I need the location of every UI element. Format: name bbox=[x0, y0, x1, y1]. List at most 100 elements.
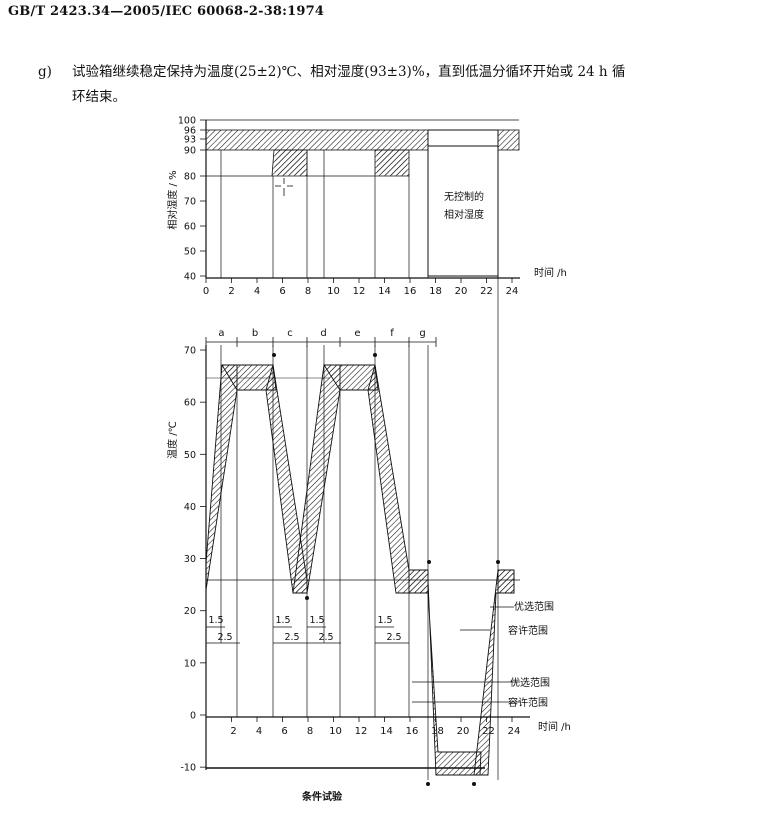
humidity-x-tick-label: 8 bbox=[305, 286, 311, 297]
humidity-y-tick-label: 80 bbox=[184, 172, 196, 183]
humidity-chart: 无控制的 相对湿度 相对湿度 / % 时间 /h 405060708090939… bbox=[166, 116, 567, 298]
humidity-x-tick-label: 10 bbox=[327, 286, 340, 297]
preferred-range-label-upper: 优选范围 bbox=[514, 600, 554, 613]
preferred-range-label-lower: 优选范围 bbox=[510, 676, 550, 689]
humidity-x-tick-label: 4 bbox=[254, 286, 260, 297]
duration-label-short: 1.5 bbox=[377, 615, 392, 626]
clause-g-paragraph: g) 试验箱继续稳定保持为温度(25±2)℃、相对湿度(93±3)%，直到低温分循… bbox=[38, 60, 750, 110]
temperature-y-tick-label: 10 bbox=[184, 658, 196, 669]
permitted-range-label-lower: 容许范围 bbox=[508, 696, 548, 709]
temperature-x-tick-label: 8 bbox=[307, 726, 313, 737]
temperature-x-tick-label: 24 bbox=[508, 726, 521, 737]
duration-annotations: 1.5 2.5 1.5 2.5 1.5 2.5 1.5 2.5 bbox=[206, 615, 409, 644]
marker-dot bbox=[472, 782, 476, 786]
humidity-x-tick-label: 16 bbox=[404, 286, 417, 297]
marker-dot bbox=[373, 353, 377, 357]
marker-dot bbox=[426, 782, 430, 786]
marker-dot bbox=[305, 596, 309, 600]
temperature-x-label: 时间 /h bbox=[538, 720, 571, 733]
clause-text-line1: 试验箱继续稳定保持为温度(25±2)℃、相对湿度(93±3)%，直到低温分循环开… bbox=[72, 64, 626, 80]
humidity-y-tick-label: 90 bbox=[184, 146, 196, 157]
temperature-y-tick-label: -10 bbox=[180, 763, 196, 774]
uncontrolled-label-line1: 无控制的 bbox=[444, 190, 484, 203]
phase-label: e bbox=[354, 328, 360, 339]
humidity-x-tick-label: 22 bbox=[480, 286, 493, 297]
temperature-x-tick-label: 20 bbox=[457, 726, 470, 737]
clause-label: g) bbox=[38, 64, 52, 80]
temperature-x-tick-label: 6 bbox=[281, 726, 287, 737]
range-pointers bbox=[412, 606, 520, 703]
clause-text-line2: 环结束。 bbox=[72, 89, 126, 105]
phase-label: g bbox=[419, 328, 425, 339]
temperature-y-tick-label: 70 bbox=[184, 346, 196, 357]
humidity-x-tick-label: 20 bbox=[455, 286, 468, 297]
temperature-y-tick-label: 40 bbox=[184, 502, 196, 513]
humidity-y-tick-label: 50 bbox=[184, 247, 196, 258]
temperature-y-tick-label: 50 bbox=[184, 450, 196, 461]
temperature-x-tick-label: 18 bbox=[431, 726, 444, 737]
duration-label-long: 2.5 bbox=[318, 632, 333, 643]
humidity-x-tick-label: 6 bbox=[279, 286, 285, 297]
temperature-chart: a b c d e f g bbox=[166, 130, 571, 803]
phase-label: c bbox=[287, 328, 293, 339]
phase-label: d bbox=[320, 328, 326, 339]
humidity-y-tick-label: 93 bbox=[184, 135, 196, 146]
temperature-x-tick-label: 4 bbox=[256, 726, 262, 737]
humidity-x-label: 时间 /h bbox=[534, 266, 567, 279]
conditioning-test-label: 条件试验 bbox=[301, 790, 343, 803]
permitted-range-label-upper: 容许范围 bbox=[508, 624, 548, 637]
humidity-y-tick-label: 40 bbox=[184, 272, 196, 283]
humidity-band-segment bbox=[497, 129, 520, 151]
temperature-y-ticks: -10 0 10 20 30 40 50 60 70 bbox=[180, 346, 206, 774]
duration-label-short: 1.5 bbox=[275, 615, 290, 626]
temperature-y-tick-label: 20 bbox=[184, 606, 196, 617]
humidity-y-tick-label: 96 bbox=[184, 126, 196, 137]
humidity-x-tick-label: 18 bbox=[429, 286, 442, 297]
phase-label: a bbox=[218, 328, 224, 339]
phase-row: a b c d e f g bbox=[205, 328, 437, 347]
duration-label-short: 1.5 bbox=[309, 615, 324, 626]
marker-dot bbox=[272, 353, 276, 357]
phase-label: f bbox=[390, 328, 394, 339]
humidity-y-tick-label: 70 bbox=[184, 197, 196, 208]
temperature-y-tick-label: 30 bbox=[184, 554, 196, 565]
temperature-x-tick-label: 16 bbox=[406, 726, 419, 737]
temperature-x-tick-label: 2 bbox=[230, 726, 236, 737]
humidity-phase-lines bbox=[220, 150, 499, 278]
uncontrolled-humidity-region bbox=[427, 129, 499, 277]
humidity-x-tick-label: 12 bbox=[353, 286, 366, 297]
temperature-x-tick-label: 14 bbox=[380, 726, 393, 737]
uncontrolled-label-line2: 相对湿度 bbox=[444, 208, 484, 221]
temperature-band bbox=[205, 364, 515, 776]
humidity-x-tick-label: 24 bbox=[506, 286, 519, 297]
marker-dots bbox=[272, 353, 500, 786]
duration-label-long: 2.5 bbox=[217, 632, 232, 643]
temperature-phase-lines bbox=[220, 130, 499, 780]
temperature-x-tick-label: 12 bbox=[355, 726, 368, 737]
duration-label-long: 2.5 bbox=[386, 632, 401, 643]
temperature-y-label: 温度 /℃ bbox=[166, 421, 179, 459]
humidity-x-tick-label: 14 bbox=[378, 286, 391, 297]
crosshair-marker bbox=[275, 178, 293, 196]
humidity-x-tick-label: 0 bbox=[203, 286, 209, 297]
marker-dot bbox=[496, 560, 500, 564]
humidity-band-segment bbox=[205, 129, 429, 151]
temperature-y-tick-label: 60 bbox=[184, 398, 196, 409]
temperature-y-tick-label: 0 bbox=[190, 711, 196, 722]
duration-label-long: 2.5 bbox=[284, 632, 299, 643]
temperature-x-tick-label: 22 bbox=[482, 726, 495, 737]
humidity-y-tick-label: 100 bbox=[178, 116, 196, 127]
duration-label-short: 1.5 bbox=[208, 615, 223, 626]
phase-label: b bbox=[252, 328, 258, 339]
standard-header: GB/T 2423.34—2005/IEC 60068-2-38:1974 bbox=[8, 4, 325, 19]
humidity-x-tick-label: 2 bbox=[228, 286, 234, 297]
marker-dot bbox=[427, 560, 431, 564]
temperature-x-tick-label: 10 bbox=[329, 726, 342, 737]
humidity-y-label: 相对湿度 / % bbox=[166, 170, 179, 229]
humidity-y-tick-label: 60 bbox=[184, 222, 196, 233]
